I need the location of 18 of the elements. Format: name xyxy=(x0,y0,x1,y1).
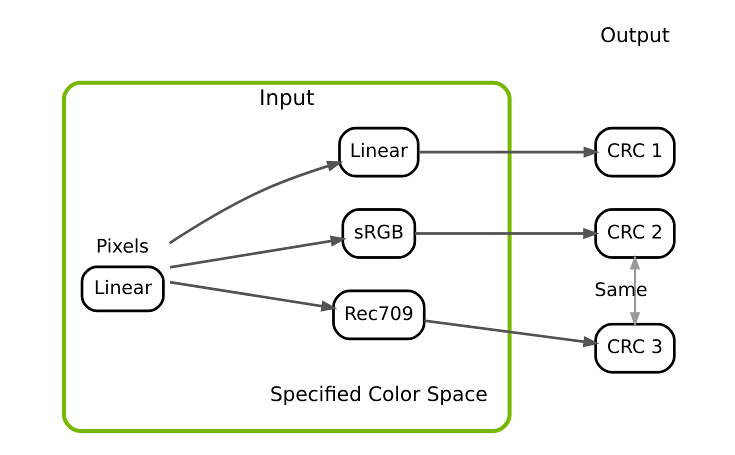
node-box: Linear xyxy=(338,126,420,178)
node-box: Linear xyxy=(80,266,165,312)
node-box: Rec709 xyxy=(332,290,426,340)
label: Specified Color Space xyxy=(270,382,488,406)
arrow xyxy=(424,319,600,348)
node-box: CRC 1 xyxy=(594,126,676,178)
arrow xyxy=(414,228,600,240)
arrow xyxy=(630,254,640,327)
node-label: Pixels xyxy=(96,236,149,258)
node-box: CRC 2 xyxy=(594,208,676,259)
label: Output xyxy=(600,23,670,48)
arrow xyxy=(168,160,344,244)
arrow xyxy=(170,280,338,312)
arrow xyxy=(418,146,600,158)
arrow xyxy=(170,236,347,269)
node-box: CRC 3 xyxy=(594,322,676,374)
node-box: sRGB xyxy=(341,208,416,259)
edge-label: Same xyxy=(594,280,648,301)
